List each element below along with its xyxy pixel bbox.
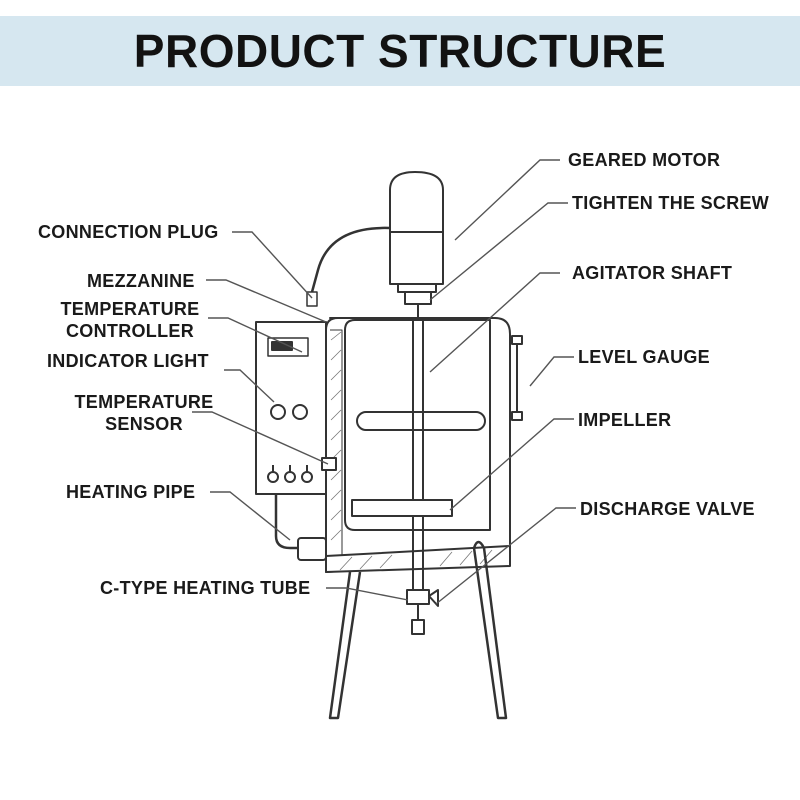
label-heating-pipe: HEATING PIPE [66, 482, 196, 502]
stand-legs [328, 540, 508, 720]
label-discharge-valve: DISCHARGE VALVE [580, 499, 755, 519]
label-agitator-shaft: AGITATOR SHAFT [572, 263, 733, 283]
vessel [325, 317, 511, 573]
impeller [351, 499, 453, 517]
level-gauge [511, 335, 523, 421]
agitator-shaft [412, 318, 424, 590]
label-level-gauge: LEVEL GAUGE [578, 347, 710, 367]
label-c-type-heating-tube: C-TYPE HEATING TUBE [100, 578, 311, 598]
label-geared-motor: GEARED MOTOR [568, 150, 721, 170]
coupling [404, 291, 432, 318]
discharge-valve [406, 589, 439, 635]
title-bar: PRODUCT STRUCTURE [0, 16, 800, 86]
label-mezzanine: MEZZANINE [87, 271, 195, 291]
label-temperature-controller: TEMPERATURE CONTROLLER [60, 299, 200, 341]
temperature-sensor [321, 457, 337, 471]
label-tighten-the-screw: TIGHTEN THE SCREW [572, 193, 770, 213]
label-connection-plug: CONNECTION PLUG [38, 222, 219, 242]
label-indicator-light: INDICATOR LIGHT [47, 351, 209, 371]
label-impeller: IMPELLER [578, 410, 672, 430]
label-temperature-sensor: TEMPERATURE SENSOR [74, 392, 214, 434]
power-cable [310, 226, 391, 293]
control-box [255, 321, 327, 495]
leader-lines [192, 159, 576, 605]
geared-motor [389, 171, 444, 293]
heating-pipe [274, 494, 300, 550]
page-title: PRODUCT STRUCTURE [133, 25, 667, 77]
